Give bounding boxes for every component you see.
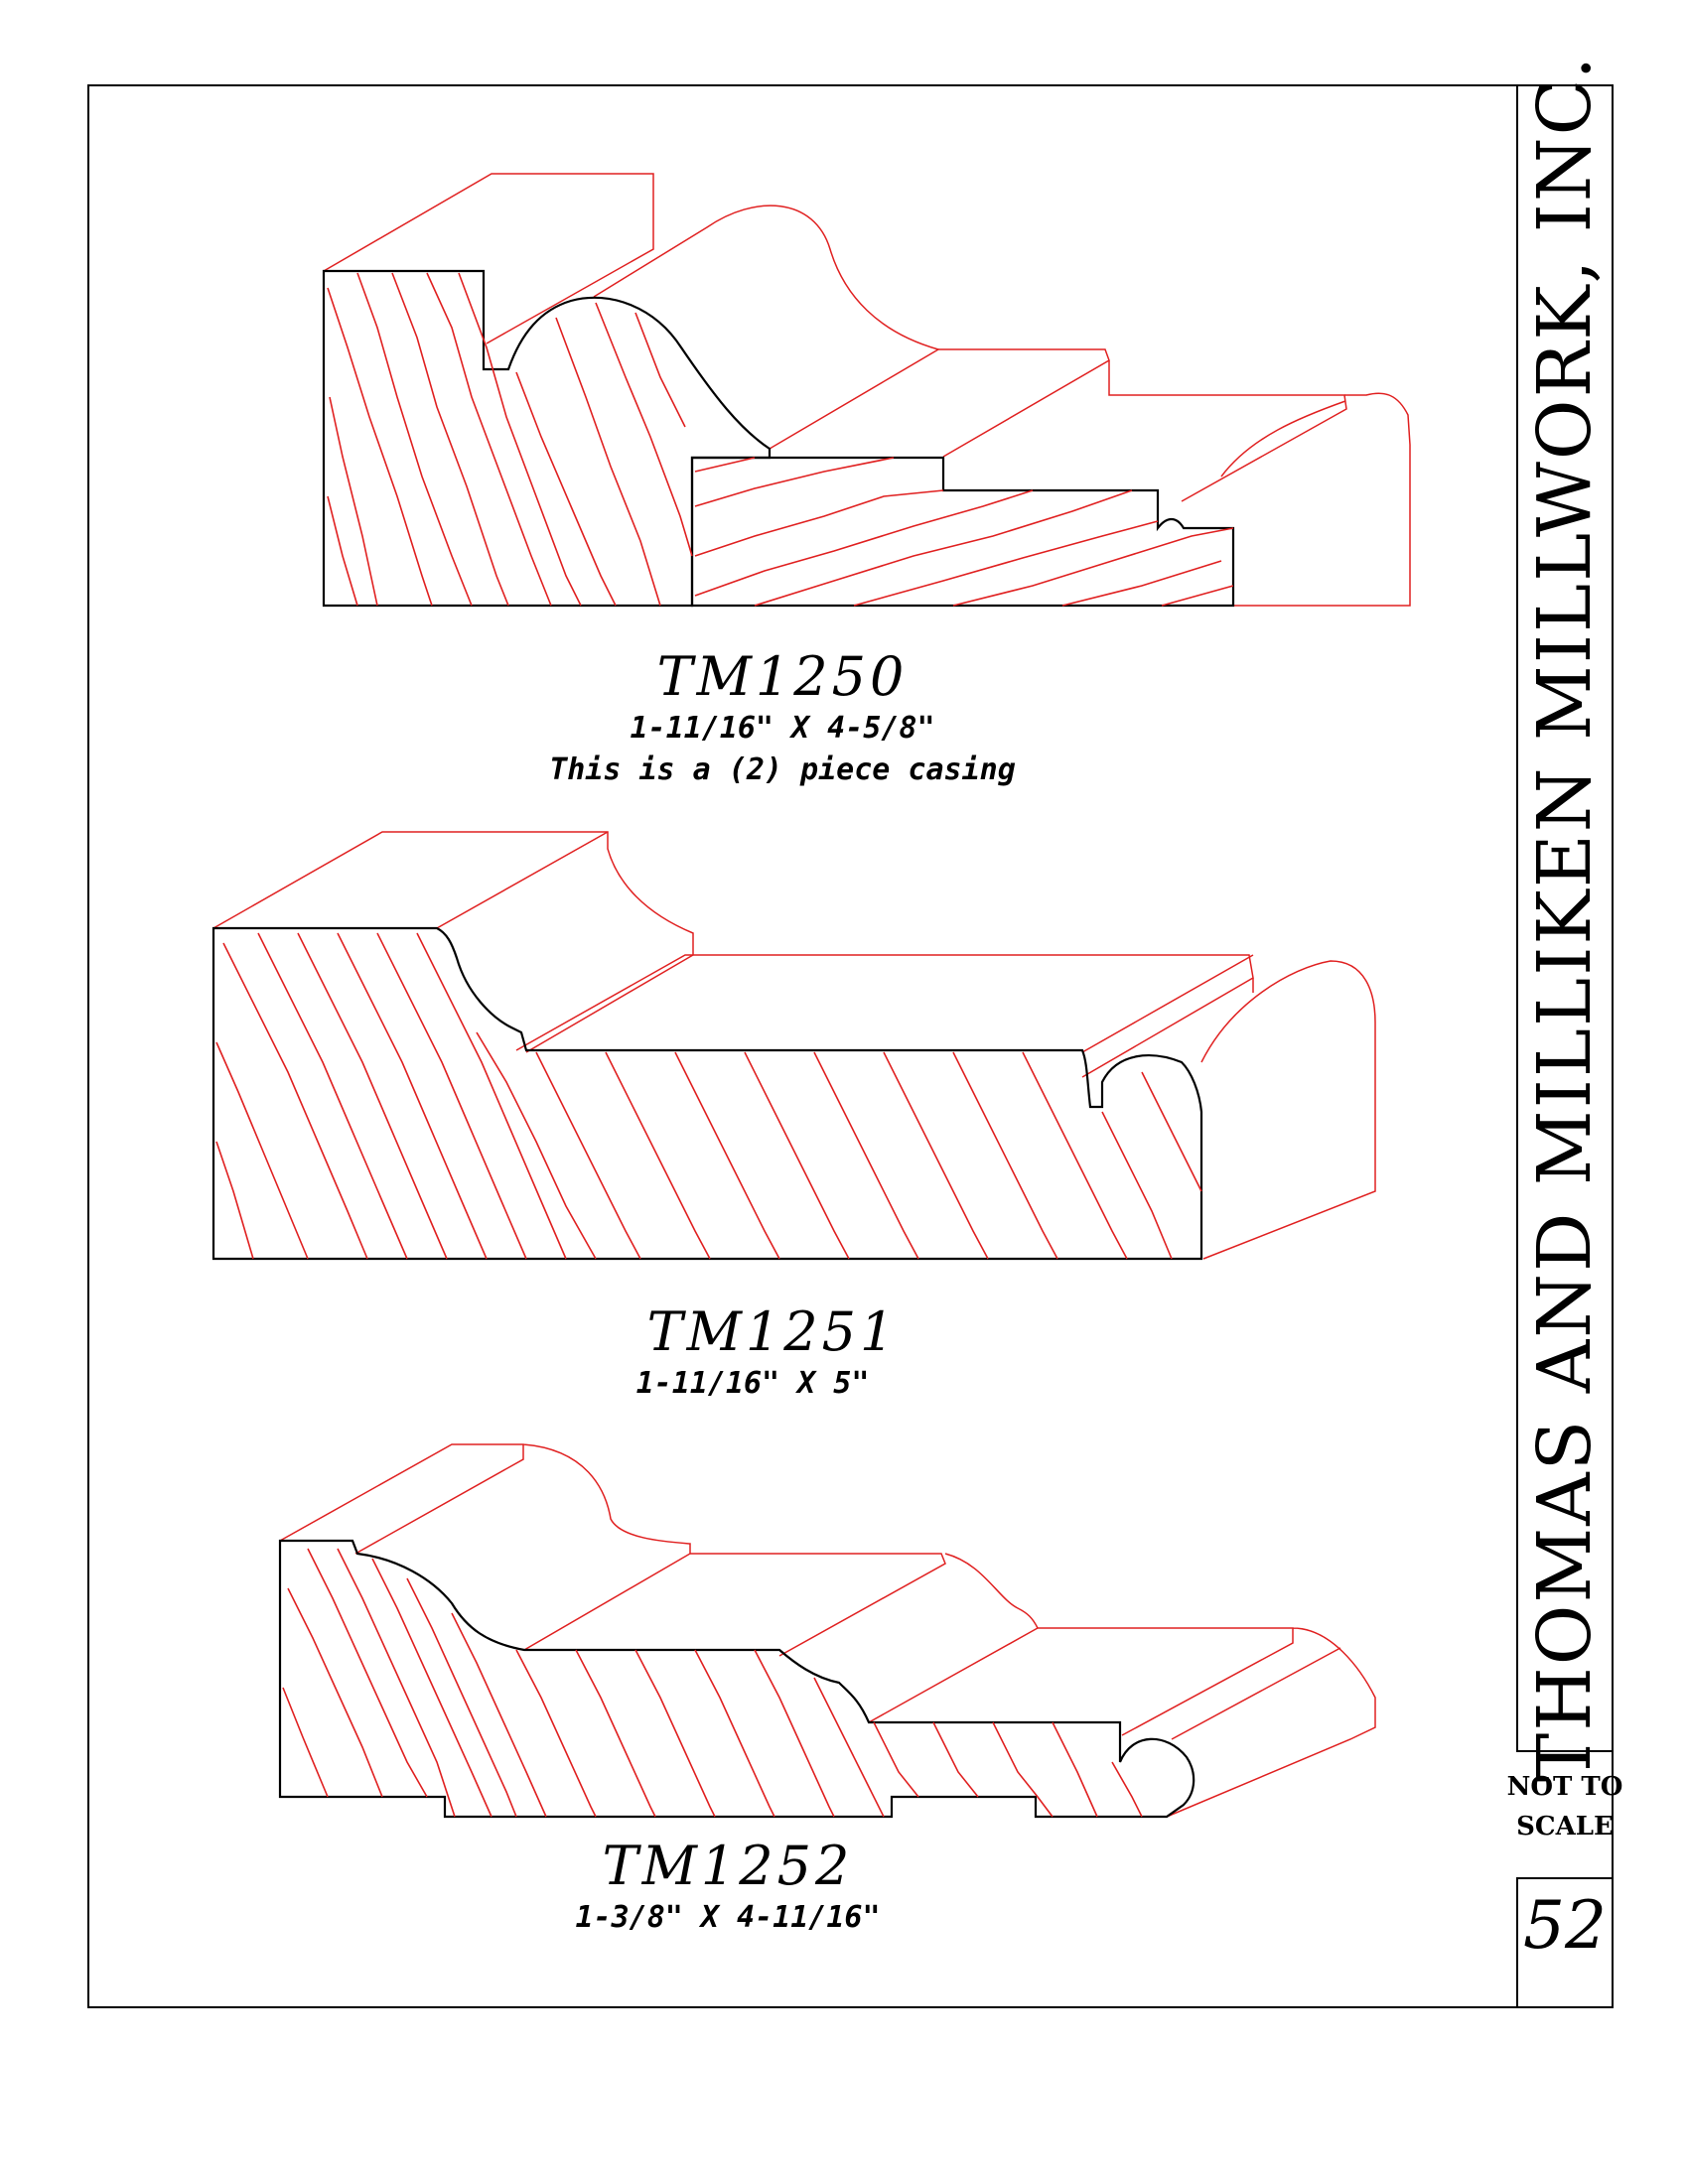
scale-note-line-2: SCALE (1516, 1812, 1614, 1842)
profile-tm1250 (322, 173, 1411, 608)
tm1250-depth-lines (323, 173, 1411, 607)
title-block-frame (1516, 84, 1614, 1752)
tm1250-grain (327, 272, 1234, 607)
page-number: 52 (1523, 1887, 1607, 1964)
sheet-border (87, 84, 1614, 2008)
tm1250-note: This is a (2) piece casing (549, 752, 1016, 787)
tm1250-dimensions: 1-11/16" X 4-5/8" (630, 711, 934, 746)
tm1250-left-piece-outline (322, 269, 772, 608)
profile-tm1251 (211, 831, 1376, 1261)
tm1251-depth-lines (212, 831, 1376, 1260)
tm1252-outline (278, 1539, 1196, 1819)
company-name: THOMAS AND MILLIKEN MILLWORK, INC. (1522, 54, 1608, 1783)
tm1251-grain (215, 932, 1202, 1260)
tm1251-outline (211, 926, 1203, 1261)
tm1252-depth-lines (279, 1443, 1376, 1818)
tm1250-model: TM1250 (657, 645, 909, 708)
tm1251-dimensions: 1-11/16" X 5" (636, 1366, 870, 1401)
tm1252-model: TM1252 (603, 1835, 854, 1897)
profile-tm1252 (278, 1443, 1376, 1819)
tm1252-grain (282, 1548, 1143, 1818)
tm1252-dimensions: 1-3/8" X 4-11/16" (575, 1900, 880, 1935)
tm1251-model: TM1251 (647, 1300, 899, 1363)
company-name-block: THOMAS AND MILLIKEN MILLWORK, INC. (1517, 55, 1613, 1782)
scale-note: NOT TO SCALE (1481, 1767, 1648, 1846)
tm1250-right-piece-outline (690, 456, 1235, 608)
page-number-frame (1516, 1877, 1614, 2008)
scale-note-line-1: NOT TO (1506, 1772, 1623, 1802)
